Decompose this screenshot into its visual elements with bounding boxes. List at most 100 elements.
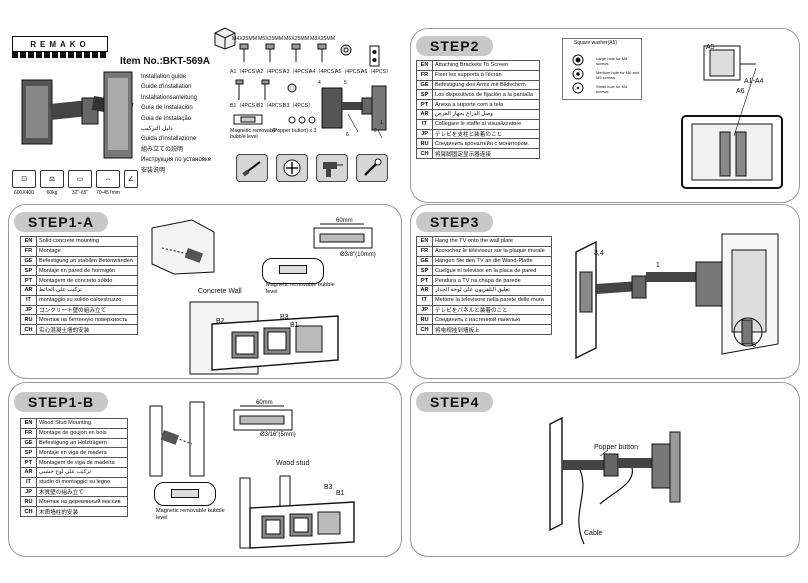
washer-qty-a5: A5（4PCS） (335, 69, 366, 75)
lang-code: SP (416, 89, 433, 101)
hardware-box-icon (214, 27, 236, 50)
lang-code: GE (20, 255, 37, 267)
drill-bit-label: Ø3/8"(10mm) (340, 252, 376, 258)
lang-code: JP (20, 304, 37, 316)
spec-icon-row: ⊡ ⚖ ▭ ⇔ ∠ (12, 170, 138, 188)
lang-code: IT (416, 294, 433, 306)
instruction-text: 实心混凝土墙的安装 (36, 324, 138, 335)
lang-code: FR (416, 245, 433, 257)
screw-size-m6: M6X25MM (284, 36, 310, 42)
item-number: Item No.:BKT-569A (120, 56, 211, 67)
tilt-icon: ∠ (124, 170, 138, 188)
guide-title: 組み立ての説明 (141, 146, 184, 153)
lang-code: FR (20, 427, 37, 439)
screw-qty-b3: B3（4PCS） (283, 103, 314, 109)
spacer-qty-a6: A6（4PCS） (361, 69, 392, 75)
wrench-icon (356, 154, 388, 182)
spacer-icon (369, 45, 380, 67)
concrete-drilling-drawing (151, 219, 215, 275)
wood-stud-label: Wood stud (276, 460, 310, 467)
lang-code: AR (20, 466, 37, 478)
lang-code: PT (416, 99, 433, 110)
installation-guide-titles: Installation guide Guide d'installation … (141, 72, 231, 176)
vesa-icon: ⊡ (12, 170, 36, 188)
callout-a1-a4: A1-A4 (744, 78, 764, 85)
concrete-wall-plate-drawing (189, 301, 339, 375)
screw-size-m5: M5X25MM (258, 36, 284, 42)
callout-b1: B1 (290, 322, 299, 329)
instruction-text: تركيب على لوح خشبي (36, 466, 128, 478)
phillips-screw-icon (276, 154, 308, 182)
step4-title: STEP4 (416, 392, 494, 412)
instruction-text: Montaje en pared de hormigón (36, 265, 138, 277)
instruction-text: تعليق التلفزيون على لوحة الجدار (432, 284, 552, 296)
lang-code: FR (416, 69, 433, 81)
bubble-level-callout (262, 258, 324, 284)
screw-qty-b2: B2（4PCS） (257, 103, 288, 109)
lang-code: IT (20, 294, 37, 306)
callout-b1: B1 (336, 490, 345, 497)
instruction-text: Montage de goujon en bois (36, 427, 128, 439)
drill-bit-label: Ø3/16"(5mm) (260, 432, 296, 438)
lang-code: CH (20, 324, 37, 335)
lang-code: EN (416, 60, 433, 71)
instruction-text: Montagem de concreto sólido (36, 275, 138, 286)
screw-qty-a2: A2（4PCS） (257, 69, 288, 75)
washer-detail-box (562, 38, 642, 100)
part-callout: 2 (374, 128, 377, 134)
callout-b3: B3 (280, 314, 289, 321)
washer-drawing (572, 54, 584, 94)
instruction-text: Befestigung an Holzträgern (36, 437, 128, 449)
exploded-assembly-drawing (321, 85, 387, 139)
popper-label: (Popper button) x 3 (272, 128, 317, 134)
callout-b2: B2 (216, 318, 225, 325)
bubble-level-label: Magnetic removable bubble level (266, 282, 335, 295)
lang-code: JP (416, 128, 433, 140)
wood-stud-plate-drawing (239, 475, 355, 549)
instruction-text: テレビを支柱と装着のこと (432, 128, 540, 140)
lang-code: RU (416, 138, 433, 150)
instruction-text: 木质墙柱的安装 (36, 506, 128, 517)
lang-code: EN (20, 418, 37, 429)
instruction-text: Cuelgue el televisor en la placa de pare… (432, 265, 552, 277)
callout-b3: B3 (324, 484, 333, 491)
logo-stripe (12, 52, 108, 58)
lang-code: RU (20, 496, 37, 508)
instruction-text: Pendura a TV na chapa de parede (432, 275, 552, 286)
step3-title: STEP3 (416, 212, 494, 232)
vesa-spec: 600X400 (13, 190, 35, 196)
step2-title: STEP2 (416, 36, 494, 56)
accessory-drawing (233, 114, 316, 125)
instruction-text: Montaje en viga de madera (36, 447, 128, 459)
drill-depth-diagram (313, 223, 373, 249)
bracket-to-screen-drawing (681, 45, 783, 189)
instruction-text: Accrochez le téléviseur sur la plaque mu… (432, 245, 552, 257)
instruction-text: studio di montaggio su legno (36, 476, 128, 488)
screen-size-icon: ▭ (68, 170, 92, 188)
hang-tv-drawing (575, 233, 779, 360)
step1a-title: STEP1-A (14, 212, 109, 232)
lang-code: RU (416, 314, 433, 326)
screw-size-m4: M4X25MM (232, 36, 258, 42)
guide-title: Guide d'installation (141, 84, 192, 91)
callout-3-4: 3,4 (594, 250, 604, 257)
instruction-text: テレビをパネルと装着のこと (432, 304, 552, 316)
